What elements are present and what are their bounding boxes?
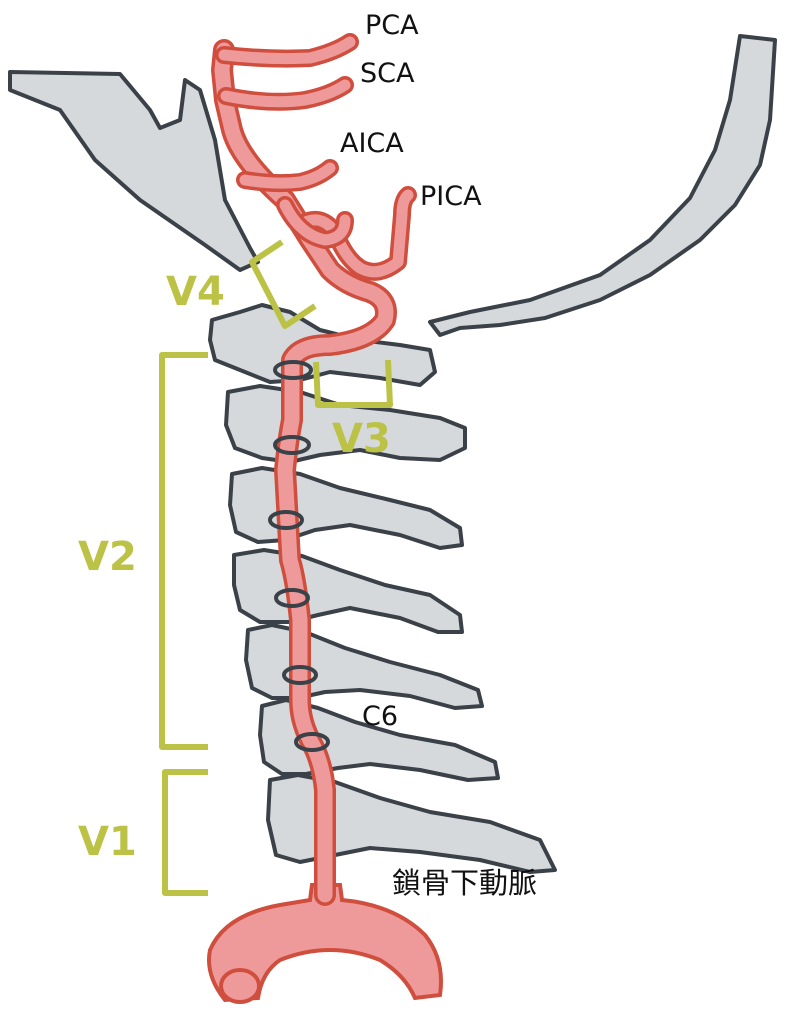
foramen-ring-c5 — [282, 665, 318, 685]
foramen-ring-c6 — [294, 732, 330, 752]
v3-label: V3 — [332, 416, 391, 462]
pica-label: PICA — [420, 181, 482, 212]
occipital-bone-right — [428, 34, 777, 337]
sca-label: SCA — [360, 58, 415, 89]
aica-label: AICA — [340, 128, 404, 159]
occipital-bone-left — [8, 70, 260, 272]
aica-branch — [239, 162, 336, 189]
pca-branch — [218, 36, 356, 65]
arteries — [207, 33, 443, 1004]
pca-label: PCA — [365, 10, 419, 41]
vertebral-artery — [214, 42, 394, 903]
v2-bracket — [159, 352, 208, 750]
basilar-loop — [279, 199, 351, 246]
pica-branch — [294, 189, 414, 278]
foramen-ring-c3 — [268, 510, 304, 530]
skull-base — [8, 34, 777, 337]
foramen-ring-c1 — [273, 360, 313, 380]
foramen-rings — [268, 360, 330, 752]
v3-bracket — [313, 359, 393, 408]
segment-markers — [159, 239, 393, 896]
vertebra-c7 — [266, 773, 557, 874]
sca-branch — [220, 79, 351, 108]
v4-bracket — [249, 239, 317, 329]
v4-label: V4 — [166, 269, 225, 315]
v1-bracket — [162, 769, 208, 896]
vertebra-c5 — [244, 623, 484, 710]
v2-label: V2 — [78, 534, 137, 580]
v1-label: V1 — [78, 819, 137, 865]
subclavian-stump — [219, 968, 261, 1004]
cervical-spine — [208, 303, 557, 874]
subclavian-label: 鎖骨下動脈 — [392, 866, 537, 900]
c6-label: C6 — [362, 701, 398, 732]
foramen-ring-c2 — [273, 435, 311, 455]
vertebra-c3 — [228, 466, 464, 550]
vertebra-c4 — [232, 548, 464, 634]
foramen-ring-c4 — [274, 588, 310, 608]
